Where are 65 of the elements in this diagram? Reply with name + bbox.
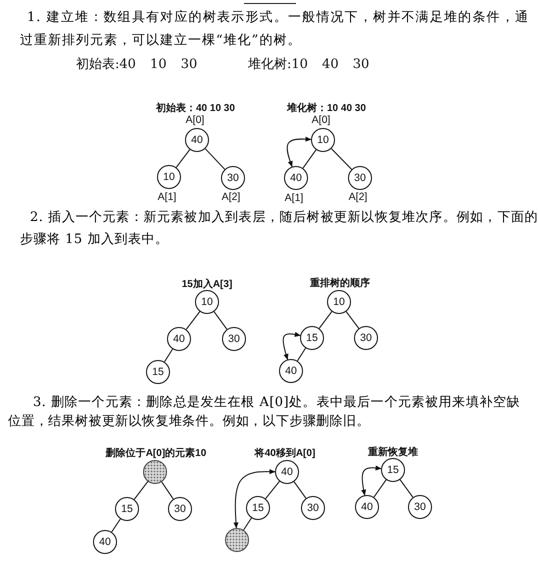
tree-edge (134, 481, 148, 500)
index-label: A[2] (222, 191, 240, 203)
tree-edge (400, 479, 414, 498)
heap-node: 15 (246, 496, 270, 520)
empty-node (143, 460, 167, 484)
tree-caption: 重排树的顺序 (310, 276, 370, 290)
tree-edge (161, 481, 174, 500)
heap-node: 40 (93, 530, 117, 554)
heap-node: 15 (146, 360, 170, 384)
heap-node: 40 (355, 495, 379, 519)
heap-node: 30 (168, 497, 192, 521)
heap-node: 40 (284, 166, 308, 190)
tree-edge (204, 148, 226, 170)
sequence-label: 堆化树:10 40 30 (248, 56, 370, 73)
swap-arrow (361, 465, 382, 496)
index-label: A[1] (158, 191, 176, 203)
tree-edge (186, 311, 200, 330)
tree-caption: 将40移到A[0] (254, 446, 316, 460)
heap-node: 40 (185, 128, 209, 152)
tree-edge (294, 481, 306, 499)
tree-edge (164, 348, 174, 362)
heap-node: 15 (300, 326, 324, 350)
sequence-label: 初始表:40 10 30 (76, 56, 198, 73)
swap-arrow (282, 332, 301, 360)
heap-node: 30 (408, 495, 432, 519)
index-label: A[2] (348, 191, 368, 203)
heap-node: 40 (279, 359, 303, 383)
index-label: A[0] (186, 114, 204, 126)
tree-edge (302, 149, 317, 169)
paragraph: 3. 删除一个元素：删除总是发生在根 A[0]处。表中最后一个元素被用来填补空缺位置，结果树被更新以恢复堆条件。例如，以下步骤删除旧。 (8, 394, 520, 430)
heap-node: 30 (221, 166, 245, 190)
heap-node: 30 (222, 327, 246, 351)
heap-node: 40 (167, 327, 191, 351)
paragraph: 2. 插入一个元素：新元素被加入到表层，随后树被更新以恢复堆次序。例如，下面的步骤将 15 加入到表中。 (20, 209, 538, 249)
tree-edge (214, 311, 228, 330)
tree-caption: 重新恢复堆 (368, 445, 418, 459)
tree-edge (346, 311, 360, 329)
heap-node: 10 (327, 290, 351, 314)
tree-edge (243, 518, 252, 530)
heap-node: 10 (157, 165, 181, 189)
paragraph: 1. 建立堆：数组具有对应的树表示形式。一般情况下，树并不满足堆的条件，通过重新排列元素，可以建立一棵“堆化”的树。 (20, 8, 529, 50)
tree-caption: 删除位于A[0]的元素10 (106, 446, 206, 460)
heap-node: 30 (301, 496, 325, 520)
empty-node (225, 528, 249, 552)
tree-caption: 15加入A[3] (182, 278, 232, 291)
tree-edge (330, 148, 352, 170)
heap-node: 30 (348, 166, 372, 190)
heap-node: 15 (381, 458, 405, 482)
tree-edge (373, 479, 387, 498)
tree-caption: 堆化树：10 40 30 (287, 102, 366, 115)
heap-node: 10 (311, 128, 335, 152)
tree-edge (296, 348, 306, 362)
heap-node: 30 (354, 326, 378, 350)
tree-edge (265, 480, 280, 500)
index-label: A[1] (284, 192, 304, 204)
tree-caption: 初始表：40 10 30 (156, 101, 235, 115)
tree-edge (318, 311, 332, 329)
heap-node: 40 (275, 460, 299, 484)
tree-edge (111, 518, 121, 533)
heap-node: 15 (115, 497, 139, 521)
swap-arrow (286, 136, 312, 168)
tree-edge (176, 149, 190, 168)
index-label: A[0] (312, 114, 330, 126)
heap-node: 10 (195, 290, 219, 314)
swap-arrow (234, 469, 276, 529)
